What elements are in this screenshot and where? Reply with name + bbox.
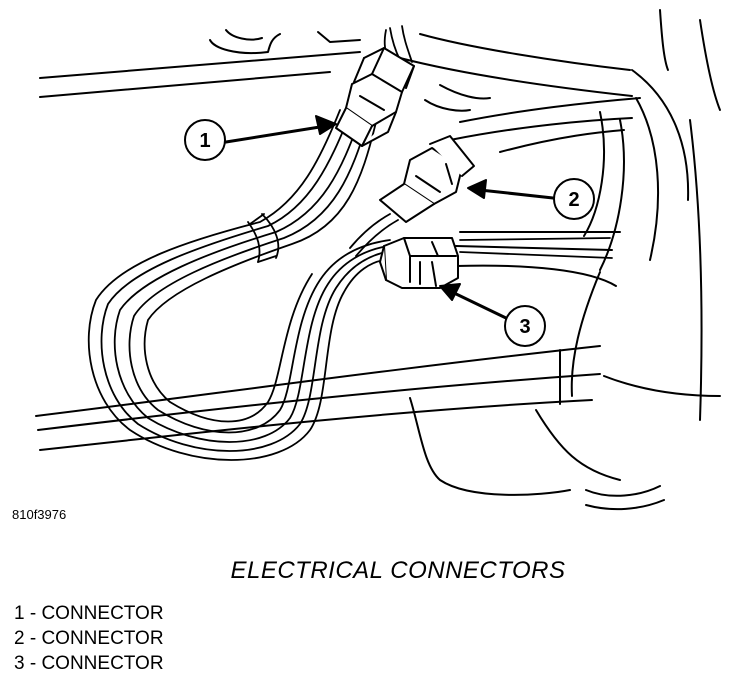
connector-1 — [335, 47, 415, 147]
diagram-title: ELECTRICAL CONNECTORS — [230, 557, 566, 584]
connector-2 — [379, 135, 475, 223]
callout-1: 1 — [184, 115, 337, 161]
legend: 1 - CONNECTOR 2 - CONNECTOR 3 - CONNECTO… — [14, 601, 164, 676]
callout-3: 3 — [439, 283, 546, 347]
figure-id: 810f3976 — [12, 507, 67, 522]
legend-item: 3 - CONNECTOR — [14, 653, 164, 674]
connector-illustration: 1 2 3 — [35, 9, 721, 511]
wire-harness — [87, 25, 613, 461]
body-panel — [35, 9, 721, 511]
callout-2: 2 — [467, 178, 595, 220]
callout-3-number: 3 — [519, 316, 530, 338]
callout-1-number: 1 — [199, 130, 210, 152]
callout-2-number: 2 — [568, 189, 579, 211]
connector-3 — [379, 237, 459, 289]
legend-item: 2 - CONNECTOR — [14, 628, 164, 649]
legend-item: 1 - CONNECTOR — [14, 603, 164, 624]
